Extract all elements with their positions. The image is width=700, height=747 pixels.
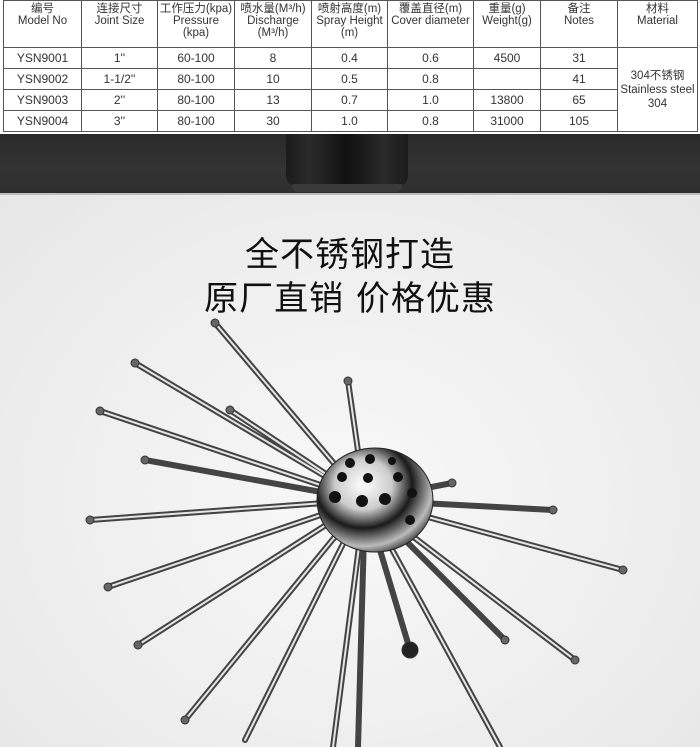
cell-spray-height: 0.7 [311, 89, 388, 111]
cell-joint: 1-1/2'' [81, 68, 158, 90]
cell-notes: 31 [540, 47, 618, 69]
cell-spray-height: 0.5 [311, 68, 388, 90]
header-discharge: 喷水量(M³/h)Discharge(M³/h) [234, 0, 312, 48]
cell-cover-diameter: 1.0 [387, 89, 474, 111]
cell-model: YSN9002 [3, 68, 82, 90]
cell-pressure: 60-100 [157, 47, 235, 69]
cell-weight: 4500 [473, 47, 541, 69]
fountain-nozzle-image [85, 318, 628, 747]
cell-pressure: 80-100 [157, 110, 235, 132]
table-row: YSN9003 2'' 80-100 13 0.7 1.0 13800 65 [3, 89, 698, 111]
table-row: YSN9001 1'' 60-100 8 0.4 0.6 4500 31 304… [3, 47, 698, 132]
cell-notes: 65 [540, 89, 618, 111]
header-spray-height: 喷射高度(m)Spray Height(m) [311, 0, 388, 48]
cell-discharge: 10 [234, 68, 312, 90]
cell-cover-diameter: 0.6 [387, 47, 474, 69]
cell-spray-height: 0.4 [311, 47, 388, 69]
headline-line-1: 全不锈钢打造 [245, 235, 455, 275]
dark-product-banner [0, 134, 700, 195]
cell-weight: 31000 [473, 110, 541, 132]
cell-model: YSN9003 [3, 89, 82, 111]
cell-discharge: 30 [234, 110, 312, 132]
cell-spray-height: 1.0 [311, 110, 388, 132]
table-row: YSN9004 3'' 80-100 30 1.0 0.8 31000 105 [3, 110, 698, 132]
header-weight: 重量(g)Weight(g) [473, 0, 541, 48]
cell-discharge: 8 [234, 47, 312, 69]
cell-joint: 3'' [81, 110, 158, 132]
promo-section: 全不锈钢打造 原厂直销 价格优惠 [0, 195, 700, 747]
cell-model: YSN9001 [3, 47, 82, 69]
cell-pressure: 80-100 [157, 89, 235, 111]
cell-discharge: 13 [234, 89, 312, 111]
header-pressure: 工作压力(kpa)Pressure(kpa) [157, 0, 235, 48]
cell-notes: 41 [540, 68, 618, 90]
table-row: YSN9002 1-1/2'' 80-100 10 0.5 0.8 41 [3, 68, 698, 90]
cell-joint: 1'' [81, 47, 158, 69]
cell-weight: 13800 [473, 89, 541, 111]
cell-material: 304不锈钢 Stainless steel 304 [617, 47, 698, 132]
cell-weight [473, 68, 541, 90]
cell-cover-diameter: 0.8 [387, 68, 474, 90]
headline-line-2: 原厂直销 价格优惠 [204, 279, 496, 319]
cell-pressure: 80-100 [157, 68, 235, 90]
hex-nut-image [286, 134, 408, 192]
cell-joint: 2'' [81, 89, 158, 111]
header-cover-diameter: 覆盖直径(m)Cover diameter [387, 0, 474, 48]
cell-cover-diameter: 0.8 [387, 110, 474, 132]
cell-model: YSN9004 [3, 110, 82, 132]
cell-notes: 105 [540, 110, 618, 132]
